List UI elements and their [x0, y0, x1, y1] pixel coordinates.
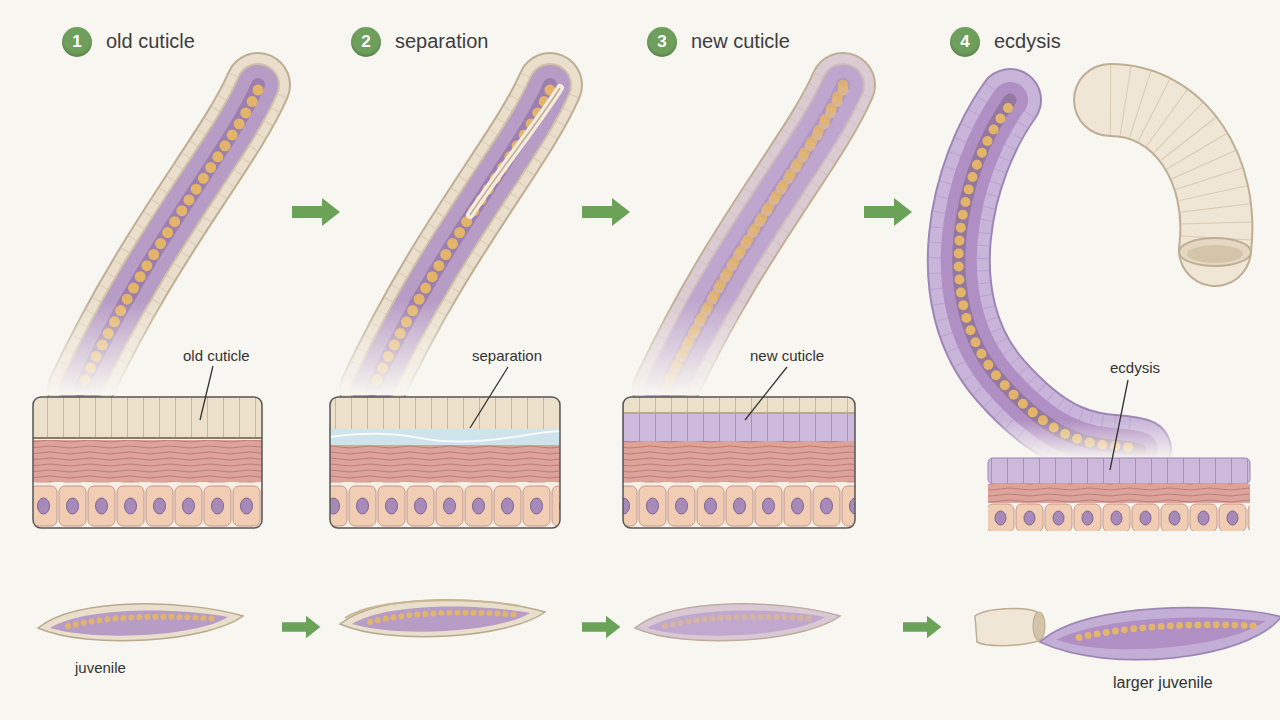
step-circle: 3new cuticle [647, 27, 677, 57]
callout-label: new cuticle [750, 347, 824, 364]
leader-line [200, 366, 1128, 470]
stage-label: larger juvenile [1113, 674, 1213, 692]
step-number: 4 [950, 27, 980, 57]
juvenile-worm [38, 600, 1280, 660]
step-heading: new cuticle [691, 30, 790, 53]
callout-label: old cuticle [183, 347, 250, 364]
step-circle: 1old cuticle [62, 27, 92, 57]
stage-label: juvenile [75, 659, 126, 676]
cuticle-inset [988, 458, 1250, 531]
step-number: 1 [62, 27, 92, 57]
callout-label: separation [472, 347, 542, 364]
cuticle-inset [33, 397, 262, 528]
step-number: 2 [351, 27, 381, 57]
step-heading: separation [395, 30, 488, 53]
step-circle: 2separation [351, 27, 381, 57]
cuticle-inset [330, 397, 565, 528]
cuticle-inset [623, 397, 855, 528]
step-heading: ecdysis [994, 30, 1061, 53]
worm-body [959, 100, 1140, 450]
step-heading: old cuticle [106, 30, 195, 53]
shed-cuticle [1110, 100, 1251, 266]
callout-label: ecdysis [1110, 359, 1160, 376]
step-circle: 4ecdysis [950, 27, 980, 57]
step-number: 3 [647, 27, 677, 57]
